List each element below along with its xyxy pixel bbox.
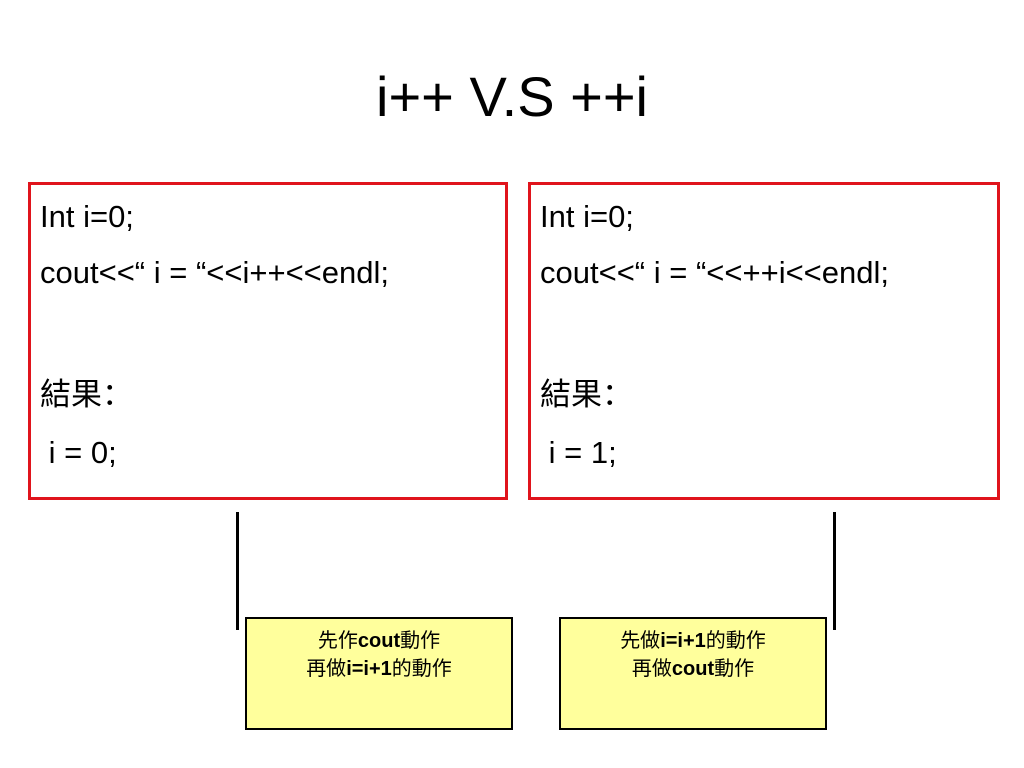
note-keyword: i=i+1 bbox=[346, 658, 392, 680]
result-value: i = 1; bbox=[540, 435, 617, 470]
slide-title: i++ V.S ++i bbox=[376, 65, 648, 128]
note-keyword: cout bbox=[671, 658, 715, 680]
note-text: 先作 bbox=[317, 630, 358, 652]
note-text: 動作 bbox=[714, 658, 755, 680]
note-text: 的動作 bbox=[705, 630, 766, 652]
code-line-cout: cout<<“ i = “<<i++<<endl; bbox=[40, 255, 390, 290]
note-pre-increment: 先做i=i+1的動作 再做cout動作 bbox=[559, 617, 827, 730]
connector-line-right bbox=[833, 512, 836, 630]
note-text: 先做 bbox=[620, 630, 661, 652]
note-text: 動作 bbox=[400, 630, 441, 652]
code-line-declaration: Int i=0; bbox=[40, 199, 134, 234]
code-box-pre-increment: Int i=0; cout<<“ i = “<<++i<<endl; 結果： i… bbox=[528, 182, 1000, 500]
code-box-post-increment: Int i=0; cout<<“ i = “<<i++<<endl; 結果： i… bbox=[28, 182, 508, 500]
note-keyword: i=i+1 bbox=[660, 630, 706, 652]
result-label: 結果： bbox=[540, 377, 633, 412]
note-line-2: 再做cout動作 bbox=[561, 655, 825, 683]
note-line-1: 先做i=i+1的動作 bbox=[561, 627, 825, 655]
code-line-cout: cout<<“ i = “<<++i<<endl; bbox=[540, 255, 890, 290]
note-text: 再做 bbox=[631, 658, 672, 680]
connector-line-left bbox=[236, 512, 239, 630]
note-text: 再做 bbox=[306, 658, 347, 680]
note-keyword: cout bbox=[357, 630, 401, 652]
result-label: 結果： bbox=[40, 377, 133, 412]
note-text: 的動作 bbox=[391, 658, 452, 680]
note-line-1: 先作cout動作 bbox=[247, 627, 511, 655]
result-value: i = 0; bbox=[40, 435, 117, 470]
note-post-increment: 先作cout動作 再做i=i+1的動作 bbox=[245, 617, 513, 730]
note-line-2: 再做i=i+1的動作 bbox=[247, 655, 511, 683]
code-line-declaration: Int i=0; bbox=[540, 199, 634, 234]
